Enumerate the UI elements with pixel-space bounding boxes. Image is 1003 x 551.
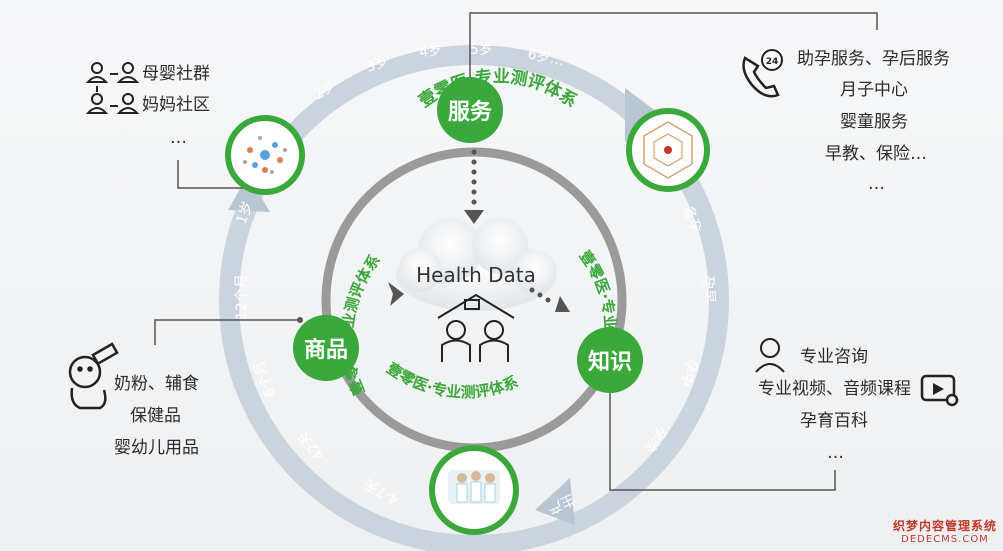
connector-services	[469, 12, 878, 83]
ring-label-42d: 42天	[295, 428, 328, 463]
services-line-2: 月子中心	[840, 80, 908, 100]
dots-left	[388, 282, 404, 306]
node-chart-photo	[626, 108, 710, 192]
products-line-3: 婴幼儿用品	[114, 438, 199, 458]
services-line-3: 婴童服务	[840, 112, 908, 132]
node-doctors-photo	[429, 445, 519, 535]
services-line-1: 助孕服务、孕后服务	[797, 49, 950, 69]
services-more: …	[868, 174, 885, 194]
knowledge-line-2: 专业视频、音频课程	[758, 379, 911, 399]
ring-label-4y: 4岁	[418, 42, 443, 61]
community-more: …	[170, 128, 187, 148]
connector-products	[154, 319, 300, 345]
ring-label-mid: 孕中	[677, 357, 700, 388]
baby-bottle-icon	[68, 342, 119, 410]
connector-knowledge	[609, 360, 836, 491]
dots-top	[464, 149, 484, 224]
products-line-2: 保健品	[130, 406, 181, 426]
ring-label-3y: 3岁	[364, 53, 391, 76]
node-community-photo	[225, 115, 305, 195]
hub-knowledge[interactable]: 知识	[577, 327, 643, 393]
watermark: 织梦内容管理系统 DEDECMS.COM	[892, 518, 997, 545]
health-data-cloud	[396, 218, 557, 311]
services-line-4: 早教、保险…	[825, 144, 927, 164]
hub-service-label: 服务	[448, 100, 493, 125]
ring-arrow-bottom	[535, 478, 575, 525]
hub-service[interactable]: 服务	[437, 77, 503, 143]
people-link-icon	[85, 62, 140, 114]
family-house-icon	[437, 293, 515, 362]
ring-label-1y: 1岁	[234, 199, 257, 226]
hub-goods-label: 商品	[304, 337, 348, 363]
svg-text:壹零医·专业测评体系: 壹零医·专业测评体系	[383, 359, 520, 401]
community-item-1: 母婴社群	[142, 64, 210, 84]
ring-label-5y: 5岁	[470, 42, 493, 58]
ring-label-12m: 12个月	[234, 274, 250, 320]
products-line-1: 奶粉、辅食	[114, 374, 199, 394]
dots-right	[529, 287, 570, 312]
community-item-2: 妈妈社区	[142, 95, 210, 115]
outer-ring	[219, 45, 729, 551]
ring-arrow-left	[228, 175, 270, 212]
ring-label-early: 孕早	[699, 275, 717, 304]
phone-24h-label: 24	[766, 57, 779, 67]
knowledge-more: …	[827, 443, 844, 463]
watermark-line-2: DEDECMS.COM	[901, 533, 989, 545]
arc-text-bottom: 壹零医·专业测评体系	[383, 359, 520, 401]
hub-knowledge-label: 知识	[588, 349, 632, 375]
knowledge-line-3: 孕育百科	[800, 411, 868, 431]
hub-goods[interactable]: 商品	[293, 315, 359, 381]
connector-community	[177, 160, 262, 189]
watermark-line-1: 织梦内容管理系统	[892, 518, 997, 533]
ring-label-6y: 6岁…	[526, 46, 565, 69]
phone-24h-icon	[742, 49, 783, 98]
consultant-icon	[755, 338, 785, 373]
video-settings-icon	[920, 374, 959, 407]
knowledge-line-1: 专业咨询	[800, 347, 868, 367]
health-data-title: Health Data	[416, 263, 536, 287]
ring-label-4-7d: 4-7天	[362, 475, 402, 507]
